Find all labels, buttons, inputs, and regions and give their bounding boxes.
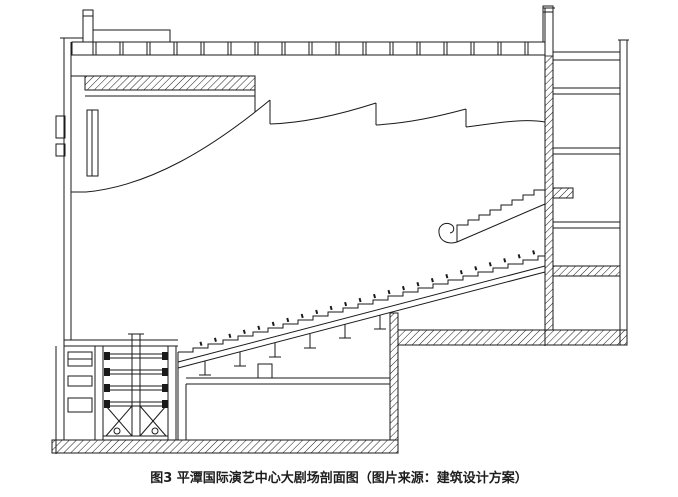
left-wall bbox=[55, 37, 83, 346]
acoustic-ceiling-curves bbox=[85, 99, 546, 193]
rake-supports bbox=[186, 315, 390, 385]
orchestra-pit-machinery bbox=[94, 333, 177, 440]
left-basement-rooms bbox=[55, 346, 93, 454]
right-side-rooms bbox=[552, 39, 629, 345]
balcony-curved-front bbox=[438, 223, 458, 244]
scissor-lift bbox=[103, 405, 168, 437]
roof-structure bbox=[71, 5, 554, 56]
section-drawing bbox=[51, 5, 629, 454]
fire-curtain bbox=[71, 109, 99, 193]
section-drawing-container bbox=[51, 5, 629, 454]
right-main-wall bbox=[543, 7, 555, 346]
fly-tower-grid bbox=[71, 75, 256, 112]
balcony-stair bbox=[456, 189, 546, 243]
figure-caption: 图3 平潭国际演艺中心大剧场剖面图（图片来源：建筑设计方案） bbox=[150, 471, 528, 486]
stage-floor bbox=[64, 339, 178, 347]
foundation-slab bbox=[51, 312, 628, 454]
raked-seating bbox=[177, 250, 546, 369]
